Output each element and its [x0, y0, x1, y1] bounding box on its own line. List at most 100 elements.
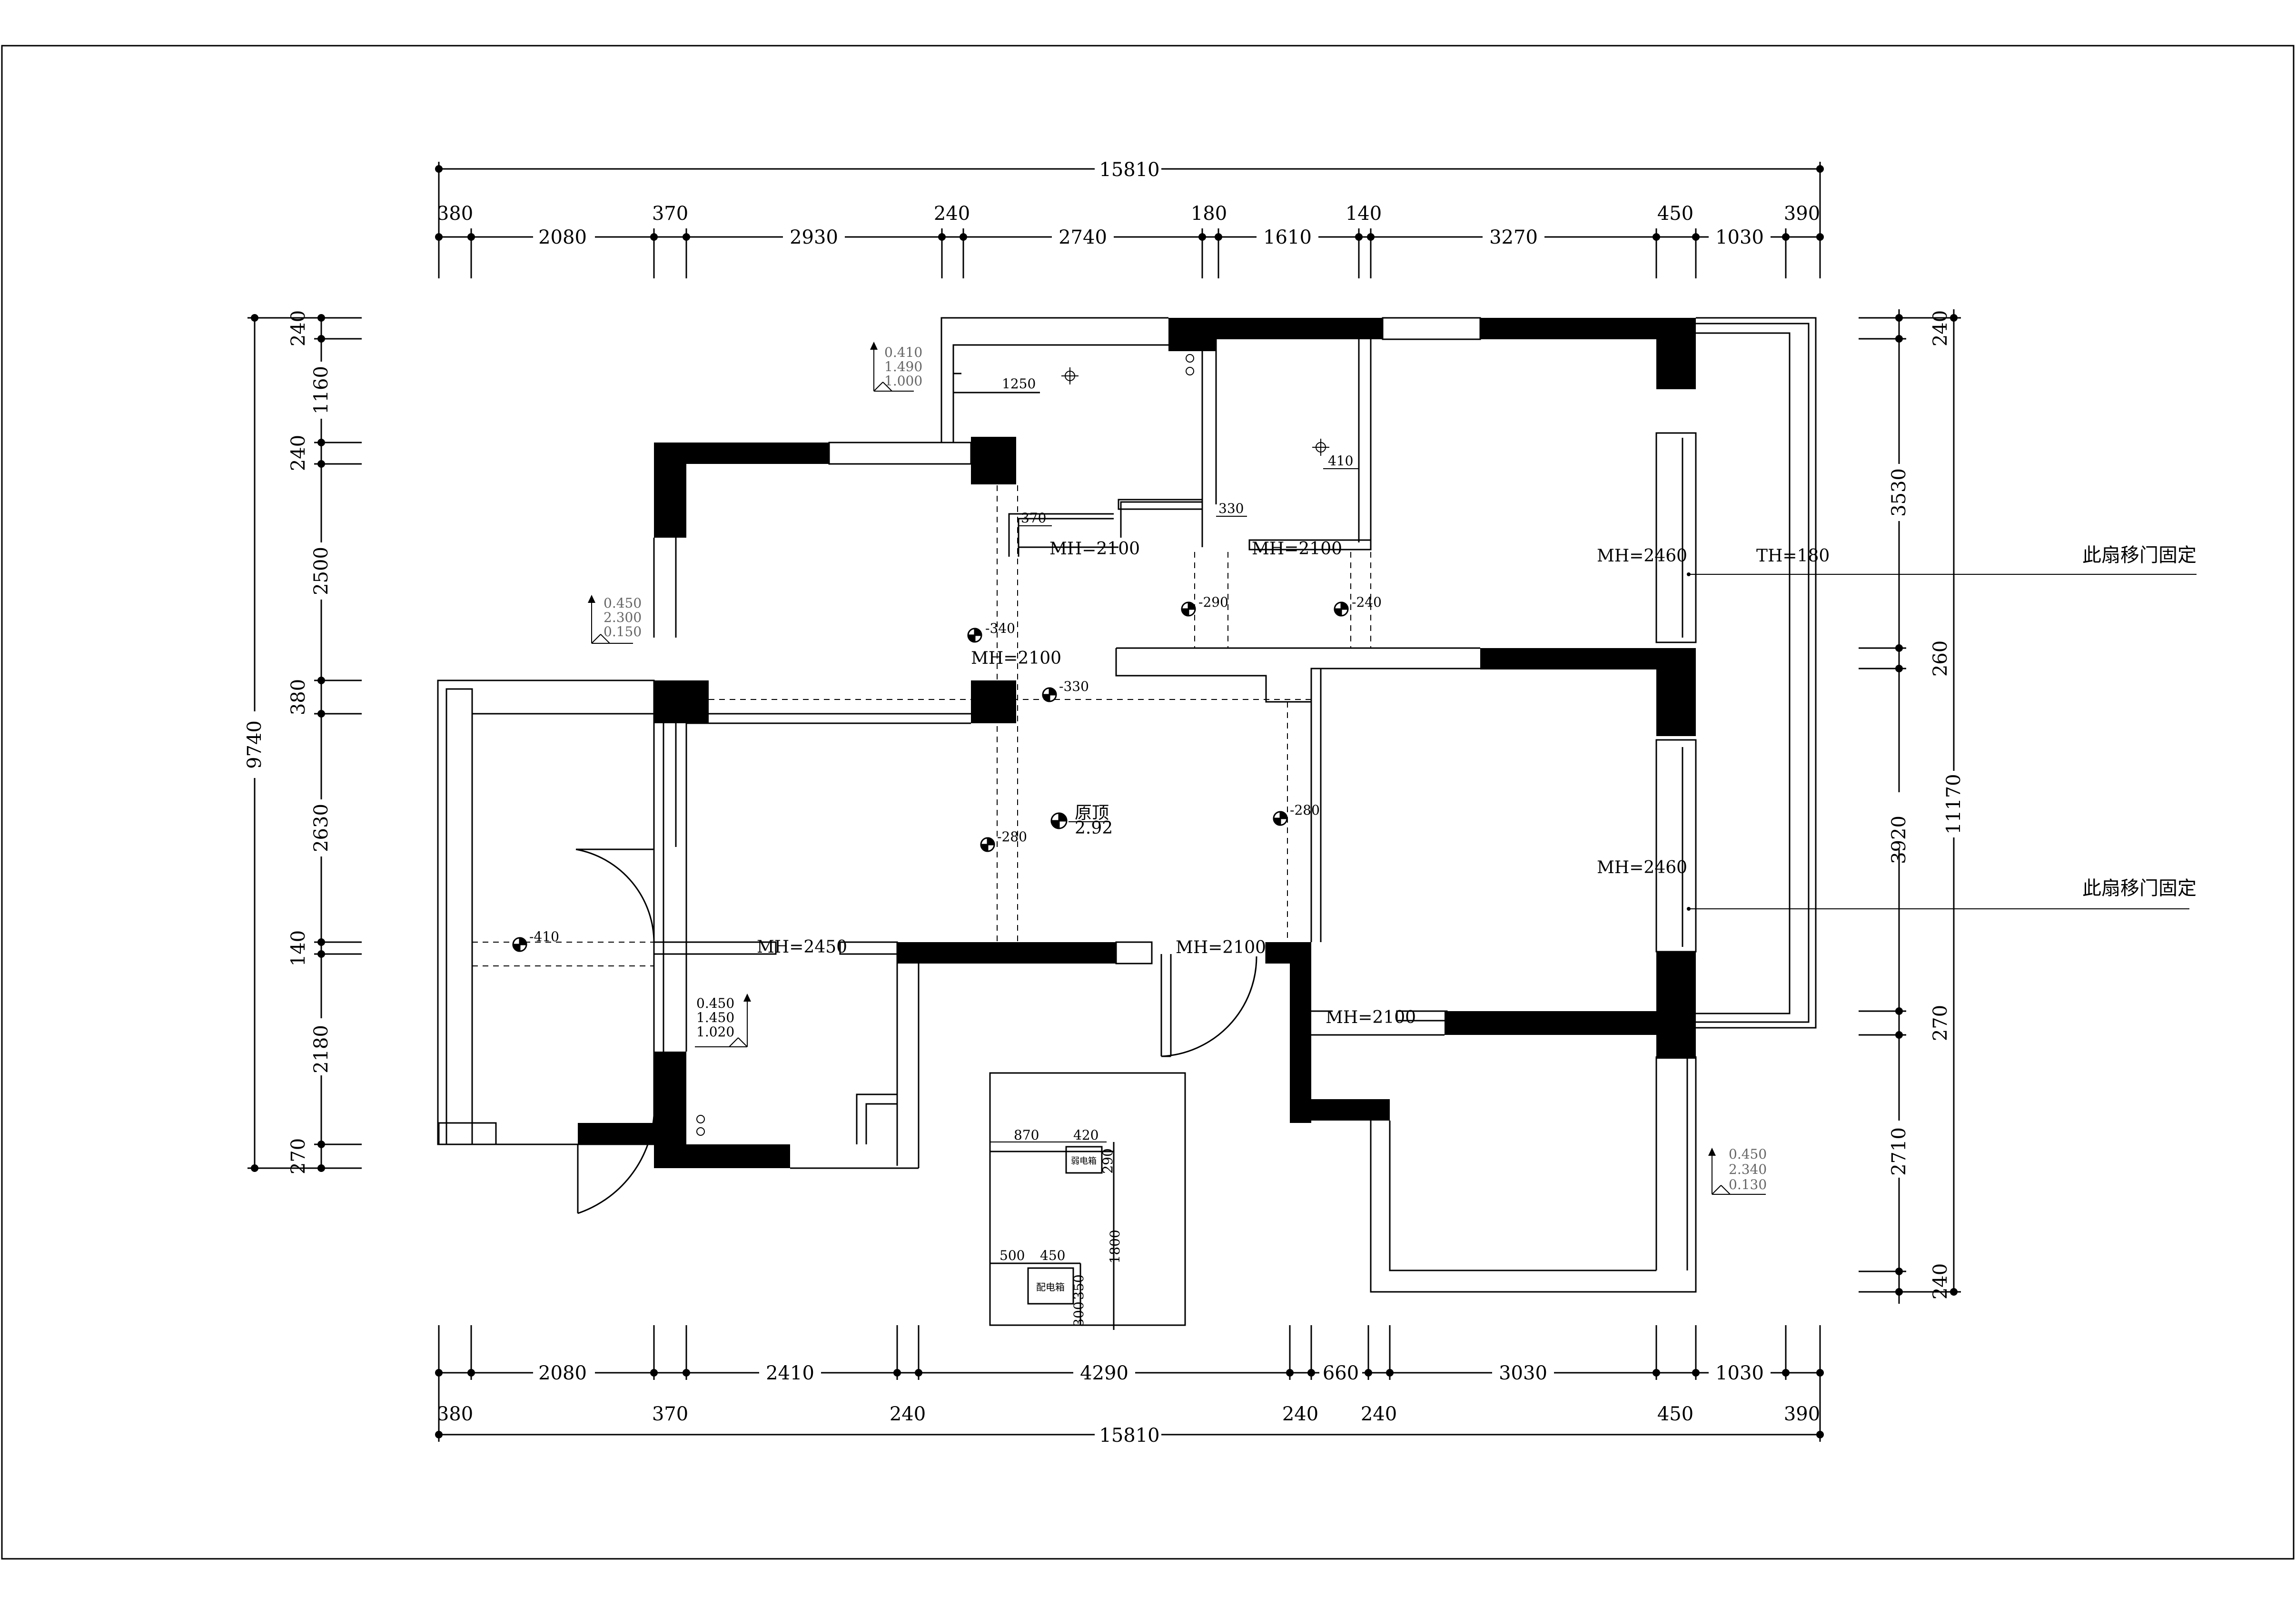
right-dim-240b: 240 — [1930, 1263, 1951, 1299]
right-dim-260: 260 — [1930, 640, 1951, 677]
elevation-3-a: 0.450 — [696, 995, 734, 1011]
top-dim-380: 380 — [437, 203, 473, 225]
top-dim-370: 370 — [652, 203, 688, 225]
elevation-2-a: 0.450 — [604, 595, 642, 611]
right-dim-240a: 240 — [1930, 310, 1951, 346]
elevation-4-b: 2.340 — [1729, 1161, 1767, 1177]
bottom-dim-240c: 240 — [1361, 1403, 1397, 1425]
top-dimension-ticks — [435, 165, 1824, 241]
sill-height-th180: TH=180 — [1756, 546, 1830, 566]
left-dim-270: 270 — [287, 1138, 309, 1174]
door-height-mh2100-e: MH=2100 — [1326, 1008, 1416, 1027]
level-minus-280-a: -280 — [997, 829, 1027, 845]
elevation-4-c: 0.130 — [1729, 1177, 1767, 1192]
top-dim-240: 240 — [934, 203, 970, 225]
wall-dim-lines — [961, 392, 1359, 1264]
bottom-dim-450: 450 — [1657, 1403, 1693, 1425]
elevation-2-b: 2.300 — [604, 610, 642, 625]
door-swings — [575, 848, 1257, 1214]
cabinet-dim-420: 420 — [1073, 1127, 1099, 1143]
elevation-1-a: 0.410 — [884, 344, 922, 360]
right-total-dimension: 11170 — [1943, 774, 1965, 834]
bottom-total-dimension: 15810 — [1099, 1425, 1159, 1447]
bottom-dim-240a: 240 — [890, 1403, 926, 1425]
bottom-dimension-ticks — [435, 1369, 1824, 1438]
elevation-3-b: 1.450 — [696, 1010, 734, 1025]
elevation-marker-1: 0.410 1.490 1.000 — [870, 342, 922, 392]
door-height-mh2100-b: MH=2100 — [1252, 539, 1342, 559]
level-minus-240: -240 — [1352, 594, 1382, 610]
top-total-dimension: 15810 — [1099, 159, 1159, 181]
cabinet-dim-870: 870 — [1014, 1127, 1039, 1143]
level-symbols — [512, 601, 1349, 952]
left-dim-240b: 240 — [287, 435, 309, 471]
top-dim-2740: 2740 — [1059, 226, 1107, 248]
fixed-sliding-door-note-a: 此扇移门固定 — [2082, 544, 2197, 566]
bottom-dim-660: 660 — [1323, 1362, 1359, 1384]
left-dim-240a: 240 — [287, 310, 309, 346]
top-dim-1030: 1030 — [1715, 226, 1764, 248]
ceiling-label: 原顶 — [1075, 803, 1109, 823]
top-dim-180: 180 — [1191, 203, 1227, 225]
left-dim-2180: 2180 — [310, 1025, 332, 1073]
structural-walls — [578, 318, 1696, 1168]
ceiling-dashed-lines — [472, 485, 1445, 1035]
right-dim-2710: 2710 — [1888, 1127, 1910, 1176]
elevation-3-c: 1.020 — [696, 1024, 734, 1040]
cabinet-dim-290: 290 — [1100, 1148, 1116, 1173]
cabinet-dim-300: 300 — [1071, 1301, 1087, 1327]
fixture-symbols — [696, 354, 1329, 1136]
elevation-marker-2: 0.450 2.300 0.150 — [588, 595, 642, 644]
door-height-mh2100-a: MH=2100 — [1049, 539, 1140, 559]
left-dim-2500: 2500 — [310, 547, 332, 595]
wall-dim-330: 330 — [1218, 501, 1244, 516]
right-dim-270: 270 — [1930, 1005, 1951, 1041]
sheet-border — [1, 45, 2295, 1560]
cabinet-dim-450: 450 — [1040, 1248, 1065, 1263]
window-height-mh2460-a: MH=2460 — [1597, 546, 1687, 566]
bottom-dim-370: 370 — [652, 1403, 688, 1425]
bottom-dim-2080: 2080 — [538, 1362, 587, 1384]
level-minus-280-b: -280 — [1290, 802, 1320, 818]
bottom-dim-4290: 4290 — [1080, 1362, 1128, 1384]
elevation-4-a: 0.450 — [1729, 1146, 1767, 1162]
left-dim-380: 380 — [287, 679, 309, 715]
bottom-dim-1030: 1030 — [1715, 1362, 1764, 1384]
elevation-marker-4: 0.450 2.340 0.130 — [1708, 1146, 1767, 1195]
cabinet-dim-500: 500 — [1000, 1248, 1025, 1263]
cabinet-dim-350: 350 — [1071, 1274, 1087, 1299]
door-height-mh2100-d: MH=2100 — [1176, 938, 1266, 957]
fixed-sliding-door-note-b: 此扇移门固定 — [2082, 877, 2197, 899]
left-dim-2630: 2630 — [310, 804, 332, 852]
top-dim-2930: 2930 — [790, 226, 838, 248]
top-dim-140: 140 — [1346, 203, 1382, 225]
opening-height-mh2450: MH=2450 — [757, 937, 847, 957]
level-minus-340: -340 — [985, 620, 1015, 636]
top-dim-450: 450 — [1657, 203, 1693, 225]
top-dim-2080: 2080 — [538, 226, 587, 248]
left-dim-1160: 1160 — [310, 366, 332, 414]
bottom-dim-380: 380 — [437, 1403, 473, 1425]
right-dim-3530: 3530 — [1888, 468, 1910, 517]
wall-dim-370: 370 — [1021, 510, 1046, 526]
elevation-1-b: 1.490 — [884, 359, 922, 374]
elevation-1-c: 1.000 — [884, 373, 922, 389]
cabinet-dim-1800: 1800 — [1107, 1230, 1123, 1263]
bottom-dim-240b: 240 — [1282, 1403, 1318, 1425]
wall-dim-1250: 1250 — [1002, 376, 1036, 392]
right-dimension-ticks — [1895, 314, 1958, 1296]
level-minus-330: -330 — [1059, 679, 1089, 694]
elevation-2-c: 0.150 — [604, 624, 642, 640]
wall-dim-410: 410 — [1328, 453, 1353, 469]
leader-lines — [1689, 574, 2197, 909]
top-dim-3270: 3270 — [1489, 226, 1538, 248]
window-openings — [828, 317, 1481, 465]
distribution-box-label: 配电箱 — [1036, 1281, 1065, 1293]
door-height-mh2100-c: MH=2100 — [971, 649, 1061, 668]
top-dim-390: 390 — [1784, 203, 1820, 225]
top-dim-1610: 1610 — [1263, 226, 1312, 248]
bottom-dim-390: 390 — [1784, 1403, 1820, 1425]
left-dim-140: 140 — [287, 930, 309, 966]
left-total-dimension: 9740 — [244, 720, 266, 769]
